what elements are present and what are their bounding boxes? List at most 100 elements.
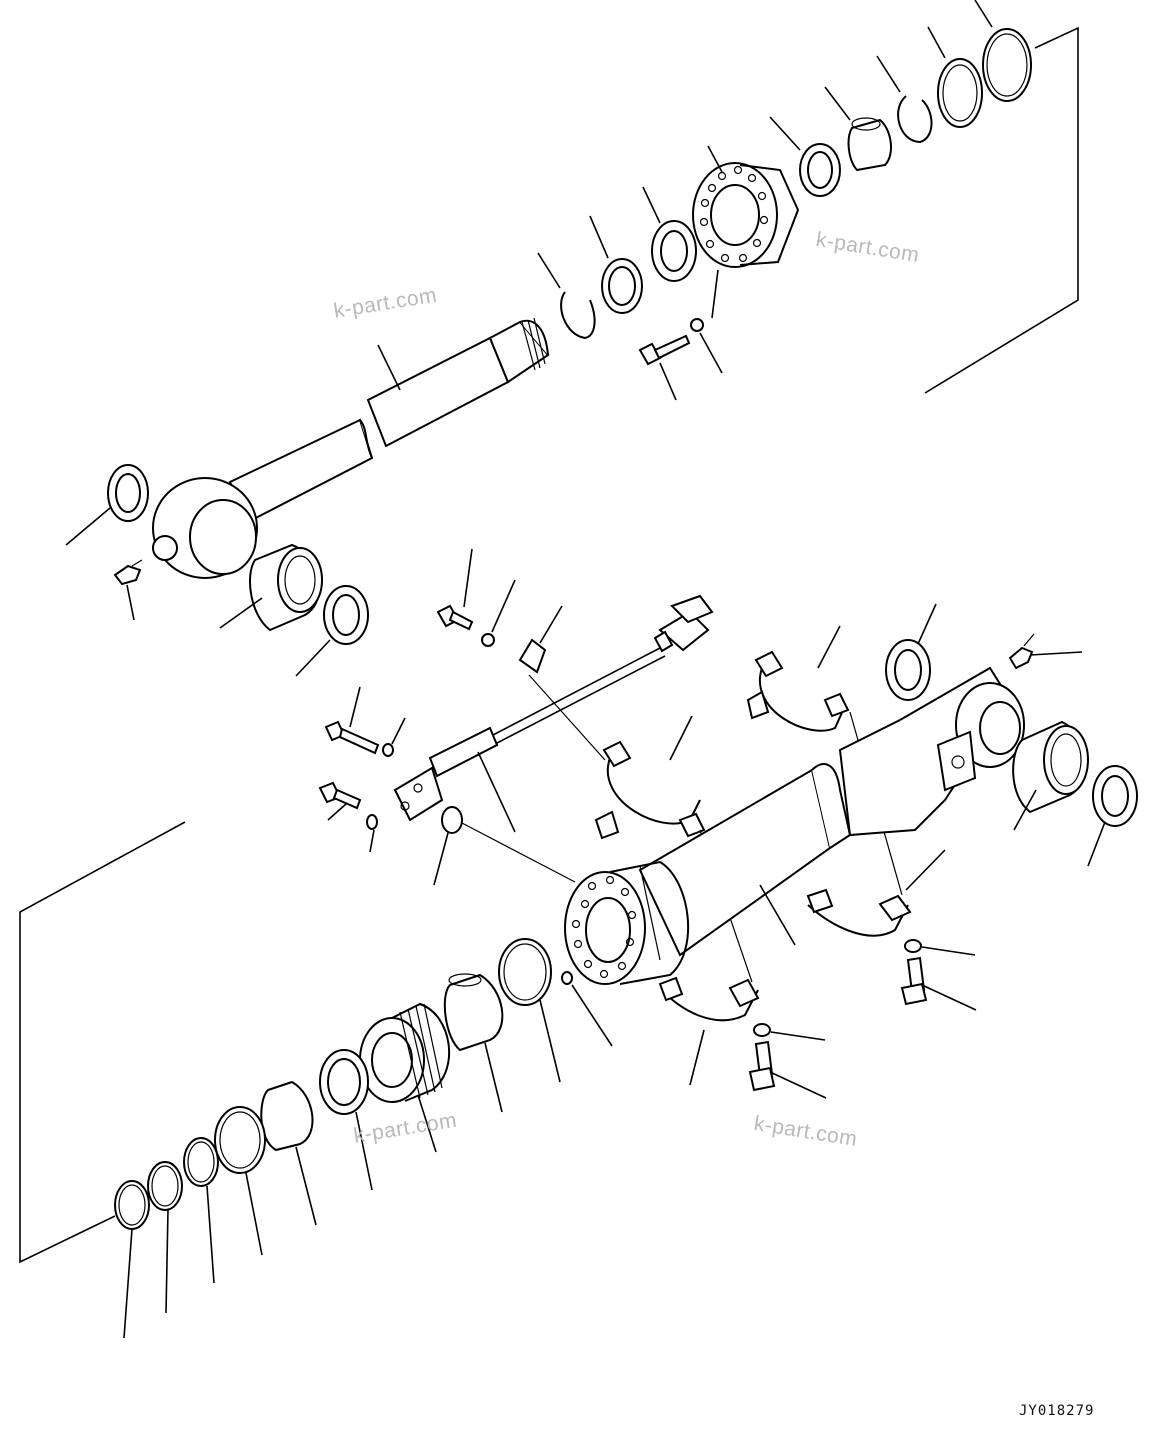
piston-ring-2	[260, 1080, 314, 1152]
leader-tube-bushing	[1013, 789, 1037, 831]
assembly-line-o-ring	[461, 822, 576, 883]
rod-eye	[152, 477, 258, 579]
rod-bearing-1	[601, 258, 643, 314]
tube-dust-seal-top	[885, 639, 931, 701]
leader-piston-ring-3	[245, 1172, 263, 1256]
leader-tube-dust-seal-right	[1087, 821, 1106, 867]
cylinder-head	[692, 162, 800, 268]
clamp-bolt-right	[900, 956, 928, 1006]
leader-tube-dust-seal-top	[917, 603, 937, 645]
backup-ring-2	[147, 1161, 183, 1211]
rod-bushing	[249, 543, 323, 632]
cylinder-tube	[564, 666, 1025, 985]
assembly-boundary-upper	[924, 26, 1079, 394]
leader-buffer-ring	[824, 86, 851, 121]
leader-rod	[377, 344, 401, 391]
leader-piston-seal-1	[355, 1111, 373, 1191]
rod-seal-right	[323, 585, 369, 645]
band-clamp-3	[806, 888, 912, 937]
rod-grease-fitting	[113, 559, 143, 586]
leader-band-clamp-4	[689, 1029, 705, 1086]
leader-backup-ring-2	[165, 1209, 169, 1314]
flange-washer-1	[382, 743, 394, 757]
tube-bottom-eye	[936, 682, 1025, 792]
clamp-washer-lower	[753, 1023, 771, 1037]
leader-clamp-washer-top	[491, 579, 516, 633]
pipe-line	[492, 647, 661, 736]
pipe-line-2	[496, 655, 666, 744]
leader-o-ring-head	[974, 0, 993, 28]
leader-clamp-washer-lower	[770, 1031, 826, 1041]
tube-bushing	[1012, 720, 1089, 814]
leader-rod-bearing-1	[589, 215, 609, 259]
flange-bolt-2	[318, 781, 362, 810]
flange-washer-2	[366, 814, 378, 830]
leader-flange-bolt-2	[327, 803, 347, 821]
o-ring-2	[114, 1180, 150, 1230]
flange-bolt-1	[324, 720, 380, 755]
leader-piston-ring-2	[295, 1146, 317, 1226]
snap-ring-head	[897, 95, 933, 144]
leader-band-clamp-2	[817, 625, 841, 669]
set-screw	[561, 971, 573, 985]
leader-set-screw	[571, 984, 613, 1047]
leader-clamp-bolt-lower	[769, 1071, 827, 1099]
piston-wear-ring	[443, 973, 504, 1052]
tube-head-flange	[564, 860, 690, 985]
drawing-code: JY018279	[1019, 1403, 1095, 1419]
leader-rod-dust-seal	[65, 507, 111, 546]
leader-pipe-clamp-small	[539, 605, 563, 644]
leader-cylinder-head	[707, 145, 723, 173]
band-clamp-2	[746, 650, 850, 732]
clamp-washer-right	[904, 939, 922, 953]
rod-dust-seal	[107, 464, 149, 522]
leader-piston-wear-ring	[484, 1042, 503, 1113]
leader-band-clamp-3	[905, 849, 946, 891]
flange-o-ring	[441, 806, 463, 834]
leader-head-washer	[699, 332, 723, 374]
tube-dust-seal-right	[1092, 765, 1138, 827]
backup-ring	[937, 58, 983, 128]
leader-flange-o-ring	[433, 832, 449, 886]
piston-ring-1	[498, 938, 552, 1006]
leader-rod-snap-ring	[537, 252, 561, 289]
leader-flange-washer-1	[391, 717, 406, 745]
pipe-clamp-small	[518, 638, 547, 674]
leader-pipe-tube	[477, 751, 516, 833]
piston-ring-3	[214, 1106, 266, 1174]
leader-snap-ring-head	[876, 55, 901, 93]
rod-break	[359, 419, 373, 459]
tube-grease-fitting	[1008, 633, 1035, 670]
leader-o-ring-2	[123, 1228, 133, 1339]
dust-seal	[799, 143, 841, 197]
rod-thread	[521, 317, 546, 371]
leader-head-bolt	[659, 362, 677, 401]
piston-rod	[152, 317, 550, 579]
leader-dust-seal	[769, 116, 801, 151]
o-ring-1	[183, 1137, 219, 1187]
leader-o-ring-1	[206, 1185, 215, 1284]
band-clamp-4	[658, 976, 760, 1022]
o-ring-head	[982, 28, 1032, 102]
leader-band-clamp-1	[669, 715, 693, 761]
rod-snap-ring	[560, 291, 596, 340]
hose-fitting-top	[653, 594, 714, 653]
head-bolt	[638, 334, 691, 366]
assembly-line-clamp	[528, 674, 606, 761]
leader-cylinder-head-lower	[711, 269, 719, 319]
leader-flange-bolt-1	[349, 686, 361, 728]
piston	[359, 1002, 451, 1103]
leader-rod-bearing-2	[642, 186, 661, 224]
leader-piston-ring-1	[539, 999, 561, 1083]
leader-backup-ring	[927, 26, 946, 59]
head-bolt-holes	[699, 165, 769, 263]
rod-bearing-2	[651, 220, 697, 282]
clamp-bolt-top	[436, 604, 474, 631]
leader-piston	[417, 1094, 437, 1153]
leader-clamp-washer-right	[921, 946, 976, 956]
clamp-washer-top	[481, 633, 495, 647]
leader-rod-seal-right	[295, 639, 331, 677]
leader-rod-bushing	[219, 597, 263, 629]
leader-cylinder-tube	[759, 884, 796, 946]
